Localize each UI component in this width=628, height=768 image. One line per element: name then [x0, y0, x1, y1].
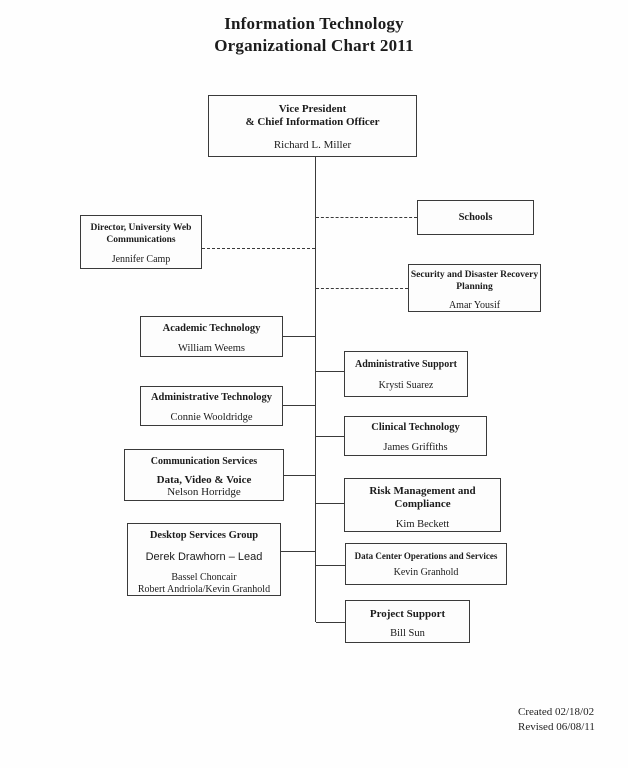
- org-box-communication-services: Communication Services Data, Video & Voi…: [124, 449, 284, 501]
- box-heading: Planning: [456, 281, 493, 292]
- org-box-administrative-support: Administrative Support Krysti Suarez: [344, 351, 468, 397]
- person-name: Kim Beckett: [395, 519, 450, 530]
- connector-comm-services: [284, 475, 315, 476]
- person-name: Bill Sun: [390, 628, 425, 639]
- box-heading: & Chief Information Officer: [245, 116, 380, 128]
- box-heading: Desktop Services Group: [149, 530, 259, 541]
- page-title-line-2: Organizational Chart 2011: [214, 36, 414, 55]
- org-box-administrative-technology: Administrative Technology Connie Wooldri…: [140, 386, 283, 426]
- org-box-risk-management-compliance: Risk Management and Compliance Kim Becke…: [344, 478, 501, 532]
- footer-revision-info: Created 02/18/02 Revised 06/08/11: [518, 705, 595, 735]
- box-heading: Security and Disaster Recovery: [410, 270, 539, 280]
- box-heading: Clinical Technology: [371, 422, 460, 433]
- person-name: William Weems: [177, 343, 246, 354]
- org-box-data-center-operations: Data Center Operations and Services Kevi…: [345, 543, 507, 585]
- person-name: Bassel Choncair: [171, 572, 237, 583]
- person-name: Kevin Granhold: [393, 567, 459, 578]
- person-name: Robert Andriola/Kevin Granhold: [137, 584, 271, 595]
- box-heading: Compliance: [394, 498, 451, 510]
- box-heading: Director, University Web: [90, 223, 192, 233]
- person-name: Richard L. Miller: [273, 139, 352, 151]
- org-box-academic-technology: Academic Technology William Weems: [140, 316, 283, 357]
- connector-spine: [315, 157, 316, 622]
- person-name: Krysti Suarez: [378, 380, 434, 391]
- connector-desktop: [281, 551, 315, 552]
- connector-dashed-schools: [316, 217, 417, 218]
- connector-admin-support: [316, 371, 344, 372]
- person-name: Amar Yousif: [448, 300, 501, 311]
- box-heading: Communication Services: [150, 456, 258, 467]
- org-box-schools: Schools: [417, 200, 534, 235]
- box-heading: Risk Management and: [369, 485, 476, 497]
- person-name: Nelson Horridge: [167, 486, 241, 498]
- org-box-project-support: Project Support Bill Sun: [345, 600, 470, 643]
- box-heading: Administrative Support: [355, 359, 457, 370]
- org-box-desktop-services-group: Desktop Services Group Derek Drawhorn – …: [127, 523, 281, 596]
- org-box-clinical-technology: Clinical Technology James Griffiths: [344, 416, 487, 456]
- connector-project: [316, 622, 345, 623]
- box-subheading: Data, Video & Voice: [156, 474, 252, 486]
- footer-revised-date: Revised 06/08/11: [518, 721, 595, 733]
- page-title: Information Technology Organizational Ch…: [0, 13, 628, 57]
- connector-datacenter: [316, 565, 345, 566]
- box-heading: Schools: [458, 212, 493, 223]
- box-heading: Project Support: [369, 608, 446, 620]
- org-box-vice-president: Vice President & Chief Information Offic…: [208, 95, 417, 157]
- box-heading: Vice President: [278, 103, 347, 115]
- box-heading: Data Center Operations and Services: [354, 551, 498, 561]
- footer-created-date: Created 02/18/02: [518, 706, 595, 718]
- person-name: James Griffiths: [383, 442, 448, 453]
- connector-dashed-security: [316, 288, 408, 289]
- person-name: Connie Wooldridge: [170, 412, 253, 423]
- box-heading: Communications: [106, 235, 176, 245]
- org-box-security-disaster-recovery: Security and Disaster Recovery Planning …: [408, 264, 541, 312]
- org-box-director-web-communications: Director, University Web Communications …: [80, 215, 202, 269]
- connector-admin-tech: [283, 405, 315, 406]
- connector-risk: [316, 503, 344, 504]
- box-heading: Academic Technology: [162, 323, 261, 334]
- connector-clinical: [316, 436, 344, 437]
- page-title-line-1: Information Technology: [224, 14, 404, 33]
- box-heading: Administrative Technology: [150, 392, 273, 403]
- person-name: Jennifer Camp: [111, 254, 171, 265]
- connector-academic: [283, 336, 315, 337]
- connector-dashed-director-web: [202, 248, 315, 249]
- person-name-lead: Derek Drawhorn – Lead: [145, 551, 263, 563]
